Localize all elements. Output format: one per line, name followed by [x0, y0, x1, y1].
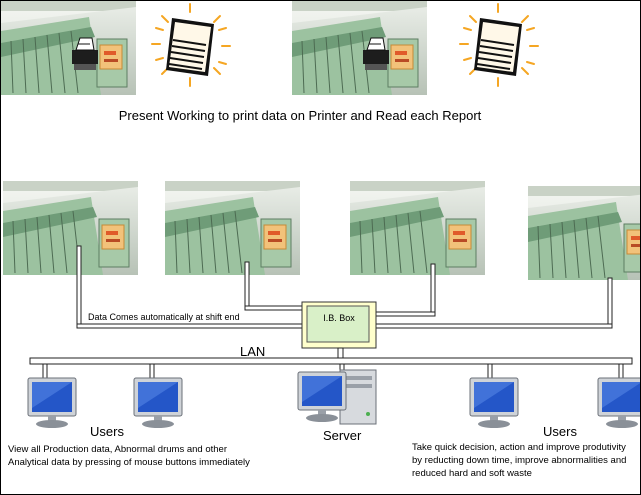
data-cables: [76, 245, 613, 329]
server-label: Server: [323, 428, 362, 443]
report-sheet-icon: [151, 3, 231, 87]
factory-machine-photo: [164, 180, 301, 276]
factory-machine-photo: [349, 180, 486, 276]
ib-box: [306, 305, 370, 343]
users-right-title: Users: [543, 424, 577, 439]
users-right-note: Take quick decision, action and improve …: [412, 442, 627, 479]
factory-machine-photo: [291, 0, 428, 96]
report-sheet-icon: [459, 3, 539, 87]
factory-machine-photo: [2, 180, 139, 276]
caption: Present Working to print data on Printer…: [118, 108, 482, 123]
factory-machine-photo: [0, 0, 137, 96]
monitor-icon: [27, 377, 77, 429]
factory-machine-photo: [527, 185, 641, 281]
users-left-title: Users: [90, 424, 124, 439]
users-left-note: View all Production data, Abnormal drums…: [8, 444, 250, 468]
monitor-icon: [469, 377, 519, 429]
lan-label: LAN: [240, 344, 266, 359]
ib-box-label: I.B. Box: [323, 313, 355, 323]
monitor-icon: [597, 377, 641, 429]
shift-note: Data Comes automatically at shift end: [88, 312, 240, 322]
lan-bus: [29, 357, 633, 365]
server-monitor-icon: [297, 371, 347, 423]
monitor-icon: [133, 377, 183, 429]
